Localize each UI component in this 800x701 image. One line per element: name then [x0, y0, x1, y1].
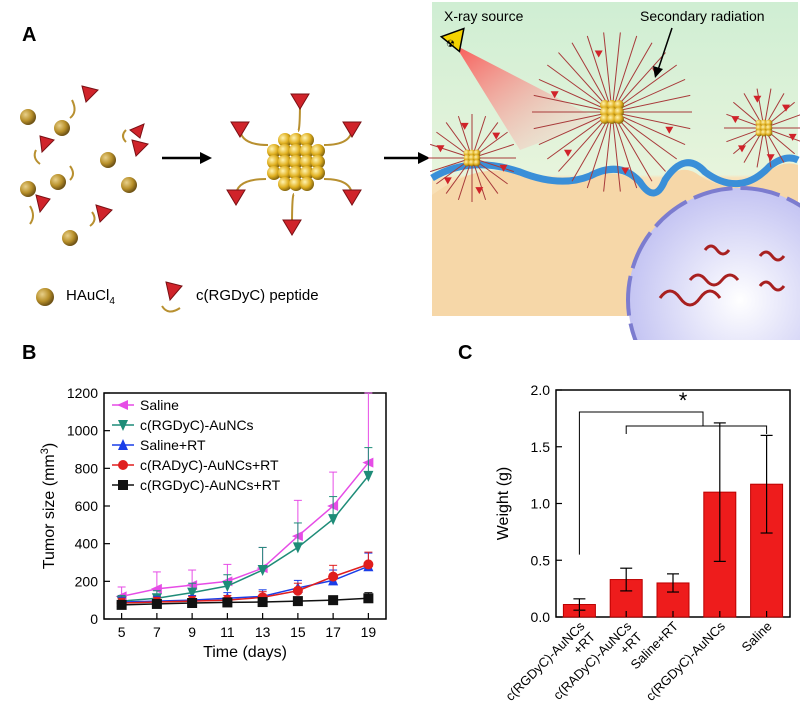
chart-b-ytick-label: 0	[90, 611, 98, 627]
chart-b-ytick-label: 600	[75, 498, 99, 514]
chart-b-xtick-label: 17	[325, 624, 341, 640]
chart-b-ytick-label: 1000	[67, 423, 98, 439]
chart-b-point	[292, 596, 303, 607]
chart-b-ytick-label: 200	[75, 573, 99, 589]
chart-b-xtick-label: 11	[220, 624, 235, 640]
chart-b-point	[363, 559, 374, 570]
peptide-legend-icon	[161, 281, 183, 313]
chart-b-series	[116, 592, 374, 610]
chart-c-ytick-label: 0.0	[531, 609, 551, 625]
hau-legend-icon	[36, 288, 54, 306]
chart-b-xtick-label: 5	[118, 624, 126, 640]
chart-b-point	[116, 599, 127, 610]
chart-b-point	[150, 583, 162, 594]
chart-c-xtick-label: c(RGDyC)-AuNCs	[643, 618, 729, 701]
chart-c-ytick-label: 0.5	[531, 552, 551, 568]
chart-b-point	[118, 420, 128, 431]
chart-b-legend-label: Saline+RT	[140, 437, 206, 453]
chart-b-point	[363, 470, 374, 482]
chart-b-legend-label: c(RADyC)-AuNCs+RT	[140, 457, 279, 473]
chart-b-series-line	[121, 475, 369, 602]
chart-b-point	[292, 585, 303, 596]
chart-b-xtick-label: 7	[153, 624, 161, 640]
panel-a-schematic: ☢	[20, 2, 800, 340]
chart-b-ylabel: Tumor size (mm3)	[39, 443, 58, 569]
chart-b-point	[257, 565, 268, 577]
chart-b-point	[187, 587, 198, 599]
panel-a-label: A	[22, 24, 37, 46]
chart-b-xtick-label: 13	[255, 624, 271, 640]
chart-c-significance-star: *	[679, 388, 688, 413]
chart-b-point	[222, 597, 233, 608]
chart-b-series-line	[121, 597, 369, 606]
precursor-peptides	[29, 99, 127, 227]
chart-b-point	[118, 480, 128, 490]
peptide-legend-label: c(RGDyC) peptide	[196, 287, 319, 304]
chart-b-point	[328, 595, 339, 606]
chart-b-xlabel: Time (days)	[203, 644, 287, 661]
chart-c-ytick-label: 1.0	[531, 496, 551, 512]
chart-c-ytick-label: 1.5	[531, 439, 551, 455]
cell-scene: ☢	[428, 2, 800, 340]
chart-b-point	[118, 460, 128, 470]
chart-c-ylabel: Weight (g)	[495, 467, 512, 541]
gold-nanocluster	[226, 93, 362, 236]
panel-c-label: C	[458, 342, 473, 364]
chart-b-point	[363, 593, 374, 604]
flow-arrow-2	[384, 152, 430, 164]
chart-b-point	[328, 571, 339, 582]
chart-b-point	[118, 439, 128, 450]
hau-legend-label: HAuCl4	[66, 287, 115, 307]
xray-source-label: X-ray source	[444, 8, 524, 24]
chart-b-ytick-label: 800	[75, 460, 99, 476]
chart-b-ytick-label: 1200	[67, 385, 98, 401]
chart-b-point	[257, 597, 268, 608]
chart-b-ytick-label: 400	[75, 536, 99, 552]
secondary-radiation-label: Secondary radiation	[640, 8, 765, 24]
chart-b-point	[117, 400, 128, 410]
svg-text:☢: ☢	[446, 39, 455, 50]
chart-b-series-line	[121, 462, 369, 598]
precursor-triangles	[35, 85, 149, 223]
chart-b-point	[187, 597, 198, 608]
flow-arrow-1	[162, 152, 212, 164]
chart-b-series-line	[121, 563, 369, 604]
chart-b-point	[292, 542, 303, 554]
chart-b-xtick-label: 19	[361, 624, 377, 640]
chart-c-significance-bracket	[578, 411, 768, 555]
panel-b-label: B	[22, 342, 37, 364]
chart-b-legend-label: c(RGDyC)-AuNCs	[140, 417, 254, 433]
chart-c-ytick-label: 2.0	[531, 382, 551, 398]
precursor-spheres	[20, 109, 137, 246]
chart-b-legend-label: Saline	[140, 397, 179, 413]
chart-b-point	[328, 514, 339, 526]
chart-b-xtick-label: 9	[188, 624, 196, 640]
chart-b-legend-label: c(RGDyC)-AuNCs+RT	[140, 477, 281, 493]
chart-b-series-line	[121, 565, 369, 603]
chart-b-point	[222, 581, 233, 593]
secondary-radiation-arrow	[653, 27, 673, 78]
chart-b-xtick-label: 15	[290, 624, 306, 640]
chart-b-point	[151, 598, 162, 609]
chart-c-xtick-label: Saline	[739, 619, 775, 655]
